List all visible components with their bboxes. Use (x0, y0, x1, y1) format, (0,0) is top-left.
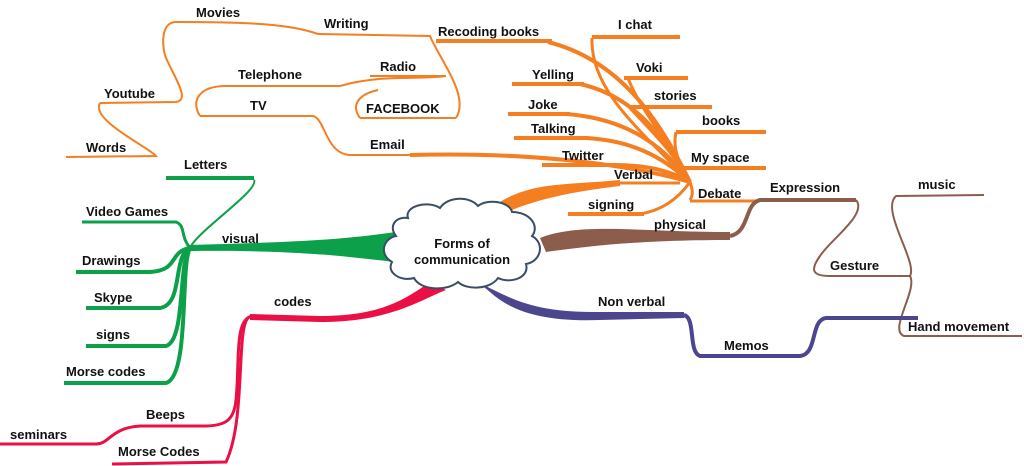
label-skype: Skype (94, 290, 132, 305)
label-recoding-books: Recoding books (438, 24, 539, 39)
label-signing: signing (588, 197, 634, 212)
connector-hand-movement (898, 275, 1022, 337)
label-expression: Expression (770, 180, 840, 195)
label-morse-codes-visual: Morse codes (66, 364, 145, 379)
physical-branch-group (540, 194, 1022, 337)
connector-gesture (813, 199, 910, 277)
label-yelling: Yelling (532, 67, 574, 82)
connector-debate (688, 181, 694, 201)
label-hand-movement: Hand movement (908, 319, 1010, 334)
labels: Recoding books I chat Voki Yelling stori… (10, 5, 1010, 459)
connector-skype (86, 246, 192, 310)
label-debate: Debate (698, 186, 741, 201)
verbal-main-branch (482, 180, 620, 218)
label-music: music (918, 177, 956, 192)
label-twitter: Twitter (562, 148, 604, 163)
connector-memos (682, 313, 918, 358)
label-gesture: Gesture (830, 258, 879, 273)
label-video-games: Video Games (86, 204, 168, 219)
nonverbal-main-branch (478, 282, 684, 321)
label-youtube: Youtube (104, 86, 155, 101)
label-joke: Joke (528, 97, 558, 112)
connector-drawings (76, 246, 191, 274)
label-talking: Talking (531, 121, 576, 136)
connector-telephone (339, 75, 447, 87)
label-non-verbal: Non verbal (598, 294, 665, 309)
connector-tv (200, 115, 410, 156)
label-books: books (702, 113, 740, 128)
label-writing: Writing (324, 16, 369, 31)
connector-email (409, 152, 691, 184)
tv-loop (195, 85, 340, 117)
label-voki: Voki (636, 60, 663, 75)
connector-facebook (355, 89, 379, 119)
connector-talking (584, 136, 692, 184)
label-words: Words (86, 140, 126, 155)
label-signs: signs (96, 327, 130, 342)
connector-expression (729, 198, 856, 238)
connector-signing (639, 181, 692, 216)
label-beeps: Beeps (146, 407, 185, 422)
center-title-line1: Forms of (434, 236, 490, 251)
label-my-space: My space (691, 150, 750, 165)
center-cloud (382, 197, 541, 290)
connector-music (891, 194, 985, 277)
center-title-line2: communication (414, 252, 510, 267)
label-letters: Letters (184, 157, 227, 172)
label-stories: stories (654, 88, 697, 103)
label-verbal: Verbal (614, 167, 653, 182)
connector-letters (189, 179, 256, 249)
connector-codes-vertical (203, 314, 253, 428)
nonverbal-branch-group (478, 282, 918, 358)
connector-writing (317, 33, 461, 119)
label-telephone: Telephone (238, 67, 302, 82)
label-drawings: Drawings (82, 253, 141, 268)
connector-words (65, 102, 158, 158)
visual-branch-group (64, 176, 396, 385)
center-node: Forms of communication (382, 197, 541, 290)
label-i-chat: I chat (618, 17, 653, 32)
label-facebook: FACEBOOK (366, 101, 440, 116)
connector-seminars (0, 424, 141, 446)
label-tv: TV (250, 98, 267, 113)
label-email: Email (370, 137, 405, 152)
connector-video-games (82, 220, 192, 249)
label-physical: physical (654, 217, 706, 232)
label-radio: Radio (380, 59, 416, 74)
label-morse-codes-codes: Morse Codes (118, 444, 200, 459)
connector-morse-codes-visual (64, 247, 192, 385)
label-seminars: seminars (10, 427, 67, 442)
verbal-branch-group (65, 20, 766, 218)
label-visual: visual (222, 231, 259, 246)
physical-main-branch (540, 228, 730, 252)
visual-main-branch (188, 232, 396, 262)
label-memos: Memos (724, 338, 769, 353)
label-movies: Movies (196, 5, 240, 20)
label-codes: codes (274, 294, 312, 309)
connector-morse-codes-codes (111, 316, 250, 466)
connector-i-chat (590, 37, 692, 184)
connector-movies (99, 20, 319, 104)
